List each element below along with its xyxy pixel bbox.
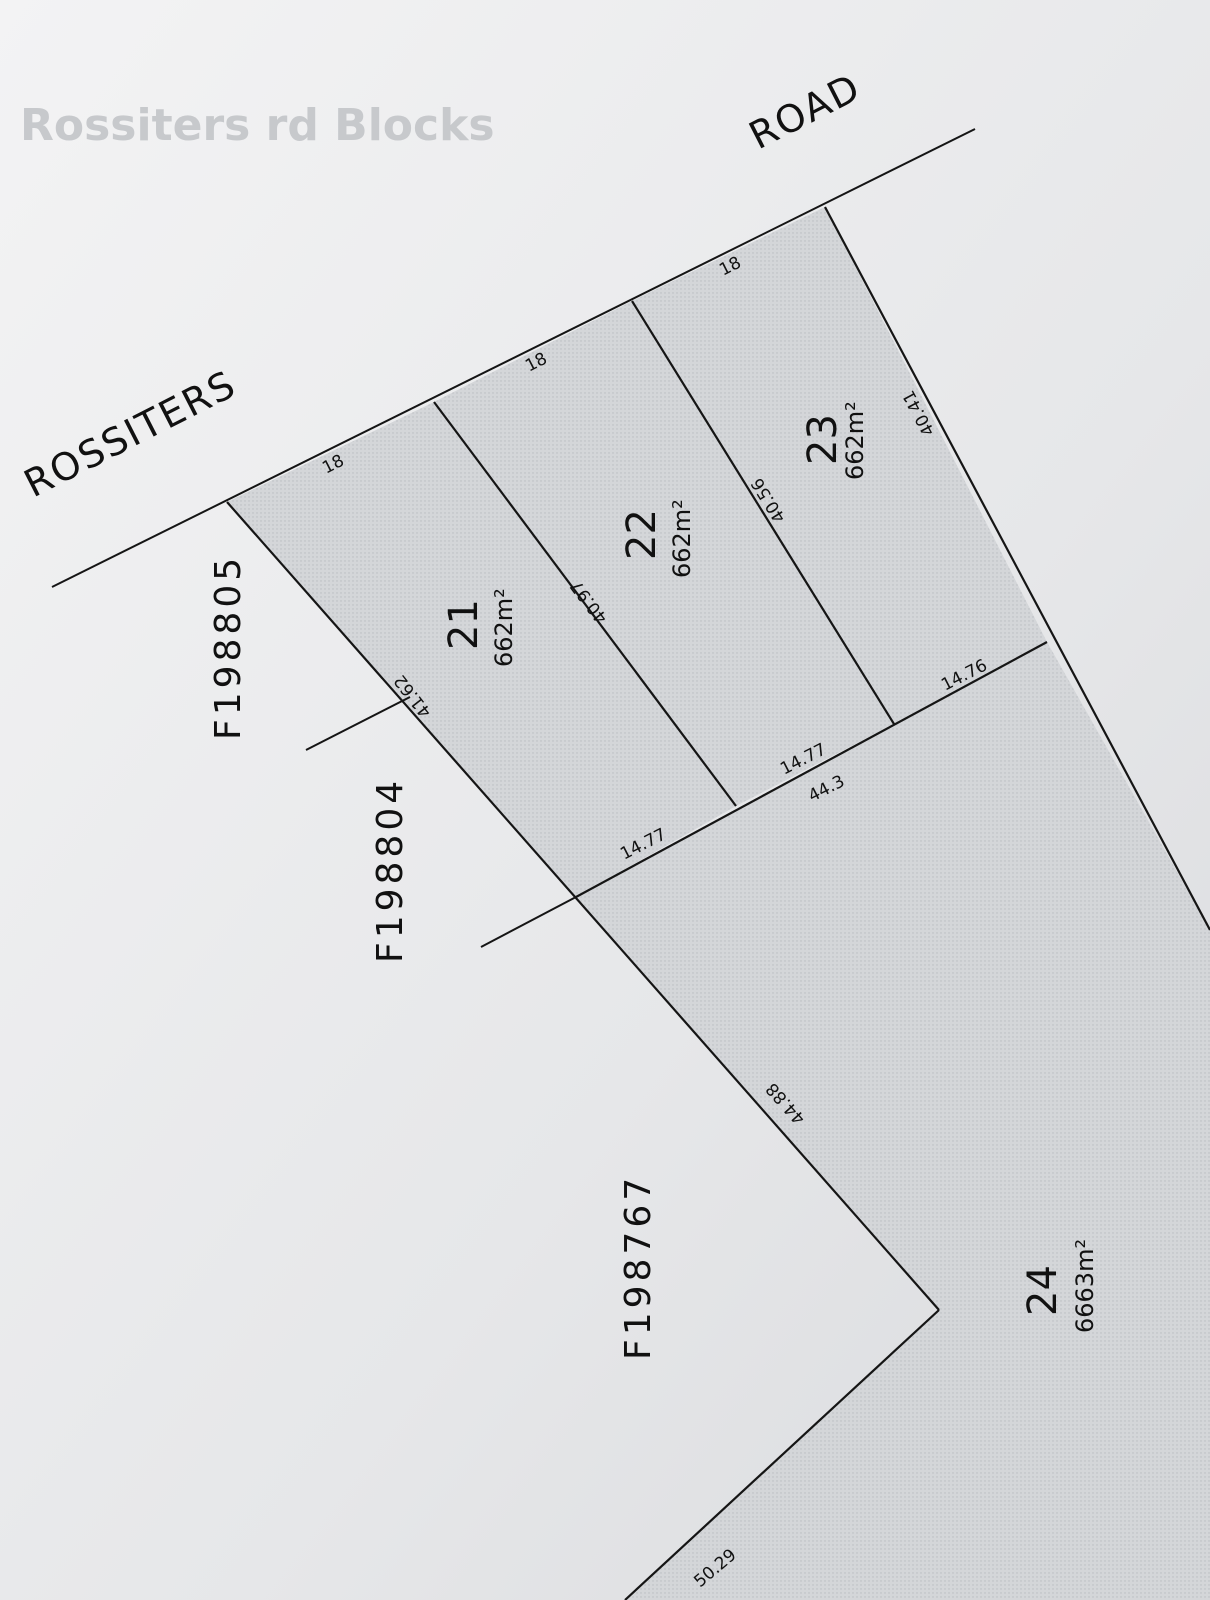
lot-22-area: 662m²	[668, 499, 696, 578]
lot-23-number: 23	[800, 414, 846, 465]
road-boundary-line	[51, 128, 976, 588]
lot-24-area: 6663m²	[1071, 1239, 1099, 1333]
lot-23-area: 662m²	[841, 401, 869, 480]
lot-23[interactable]	[632, 207, 1047, 724]
lot-22-number: 22	[619, 509, 665, 560]
lot-21-number: 21	[441, 599, 487, 650]
plan-number-b: F198804	[370, 777, 411, 963]
plan-number-a: F198805	[208, 554, 249, 740]
adjoining-boundary-a	[305, 696, 411, 751]
adjoining-boundary-b	[480, 896, 577, 948]
lot-22[interactable]	[434, 301, 894, 806]
lot-24[interactable]	[576, 642, 1210, 1600]
lot-24-number: 24	[1020, 1265, 1066, 1316]
lot-21-area: 662m²	[490, 588, 518, 667]
lot-21[interactable]	[227, 402, 736, 897]
background-heading: Rossiters rd Blocks	[20, 100, 495, 151]
plan-number-c: F198767	[618, 1174, 659, 1360]
lot-boundaries	[226, 206, 1210, 1600]
